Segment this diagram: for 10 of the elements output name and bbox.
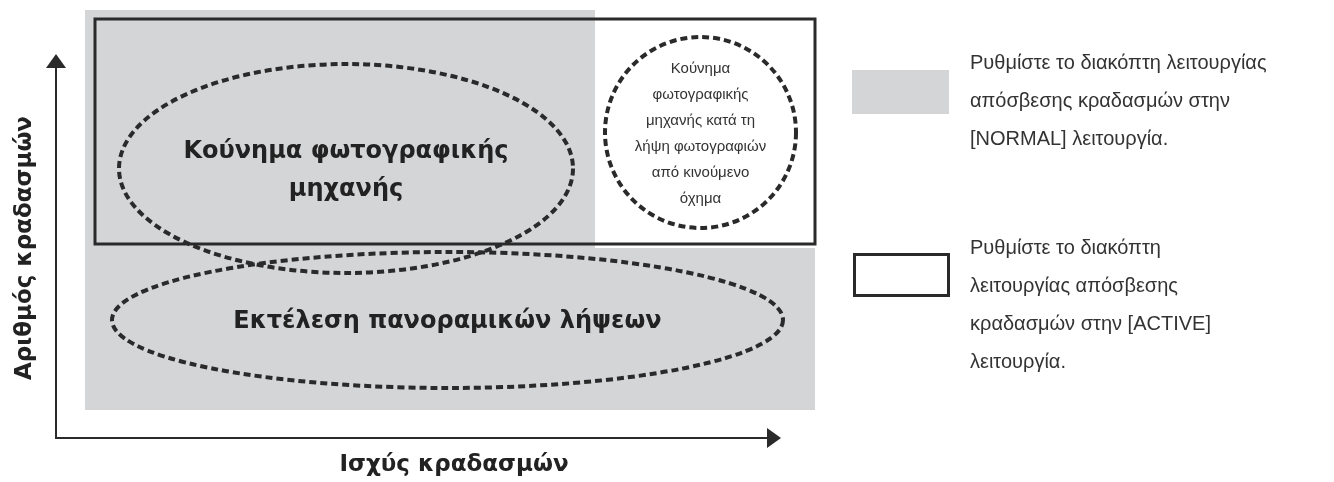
dashed-circle — [603, 35, 798, 230]
legend-text: Ρυθμίστε το διακόπτη λειτουργίας απόσβεσης κραδασμών στην [NORMAL] λειτουργία. — [970, 50, 1268, 151]
axis-title: Αριθμός κραδασμών — [10, 115, 36, 381]
ellipse-label: Εκτέλεση πανοραμικών λήψεων — [233, 305, 662, 336]
ellipse-label: Κούνημα φωτογραφικής μηχανής — [182, 134, 510, 204]
legend-text: Ρυθμίστε το διακόπτη λειτουργίας απόσβεσης κραδασμών στην [ACTIVE] λειτουργία. — [970, 235, 1212, 374]
axis-title: Ισχύς κραδασμών — [339, 450, 569, 476]
dashed-ellipse — [117, 62, 575, 275]
dashed-ellipse — [110, 250, 785, 390]
circle-label: Κούνημα φωτογραφικής μηχανής κατά τη λήψη φωτογραφιών από κινούμενο όχημα — [633, 57, 768, 208]
